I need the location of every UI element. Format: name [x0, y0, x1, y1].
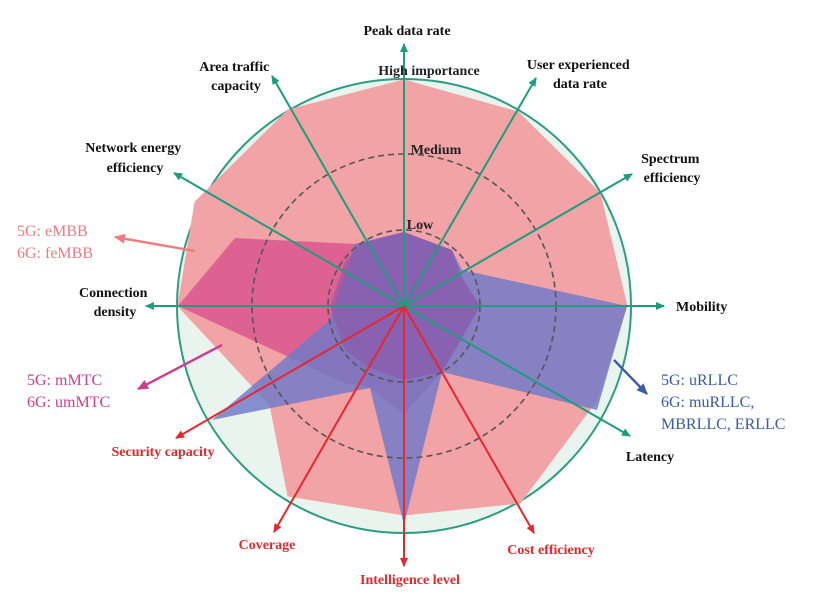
level-low-label: Low: [407, 218, 434, 233]
label-connection-density: Connection density: [79, 286, 151, 320]
axis-user-experienced-data-rate: [403, 77, 537, 307]
label-latency: Latency: [626, 450, 674, 465]
label-user-experienced-data-rate: User experienced data rate: [527, 58, 633, 92]
label-coverage: Coverage: [239, 538, 296, 553]
axis-network-energy-efficiency: [173, 172, 405, 307]
legend-embb: 5G: eMBB 6G: feMBB: [17, 223, 93, 262]
axis-area-traffic-capacity: [271, 75, 405, 307]
urllc-pointer-arrow: [613, 359, 648, 395]
label-security-capacity: Security capacity: [111, 445, 214, 460]
axis-latency: [403, 305, 631, 437]
axis-spectrum-efficiency: [403, 173, 633, 307]
level-medium-label: Medium: [411, 143, 462, 158]
label-spectrum-efficiency: Spectrum efficiency: [641, 152, 703, 186]
axis-coverage: [273, 305, 405, 533]
axis-security-capacity: [175, 305, 405, 439]
mmtc-pointer-arrow: [137, 343, 223, 391]
level-high-label: High importance: [378, 64, 480, 79]
label-intelligence-level: Intelligence level: [360, 573, 460, 588]
embb-pointer-arrow: [114, 233, 196, 253]
label-cost-efficiency: Cost efficiency: [507, 543, 594, 558]
label-mobility: Mobility: [676, 300, 727, 315]
axis-cost-efficiency: [403, 305, 535, 534]
axes: [145, 43, 665, 567]
legend-urllc: 5G: uRLLC 6G: muRLLC, MBRLLC, ERLLC: [661, 372, 785, 433]
label-network-energy-efficiency: Network energy efficiency: [85, 141, 185, 176]
label-area-traffic-capacity: Area traffic capacity: [199, 60, 273, 94]
label-peak-data-rate: Peak data rate: [363, 24, 450, 39]
legend-mmtc: 5G: mMTC 6G: umMTC: [27, 372, 110, 411]
